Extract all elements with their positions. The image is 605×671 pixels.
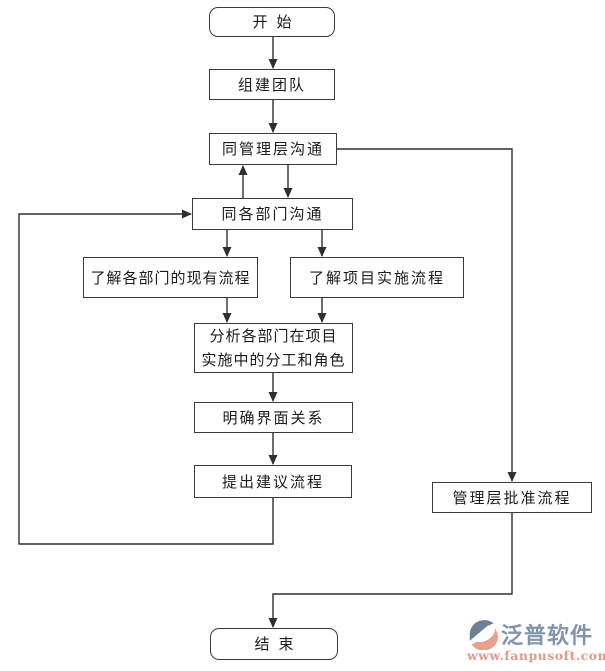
node-clarify-interface: 明确界面关系 [194,402,353,433]
watermark-brand-text: 泛普软件 [501,622,594,649]
node-communicate-management: 同管理层沟通 [209,133,337,165]
node-start: 开始 [209,7,335,37]
node-analyze-roles: 分析各部门在项目 实施中的分工和角色 [194,323,353,373]
node-management-approve: 管理层批准流程 [432,482,592,513]
node-know-department-flows: 了解各部门的现有流程 [83,257,258,298]
fanpu-watermark: 泛普软件 www.fanpusoft.com [467,617,605,663]
node-end: 结束 [210,628,338,660]
node-propose-flow: 提出建议流程 [194,465,352,498]
node-build-team: 组建团队 [209,69,335,100]
edge-approve-to-end [268,513,513,628]
node-know-implementation-flow: 了解项目实施流程 [290,257,464,298]
fanpu-logo-icon [469,620,499,650]
node-communicate-departments: 同各部门沟通 [192,198,353,230]
edge-comm-mgmt-to-approve [337,148,517,482]
watermark-url-text: www.fanpusoft.com [467,648,605,663]
